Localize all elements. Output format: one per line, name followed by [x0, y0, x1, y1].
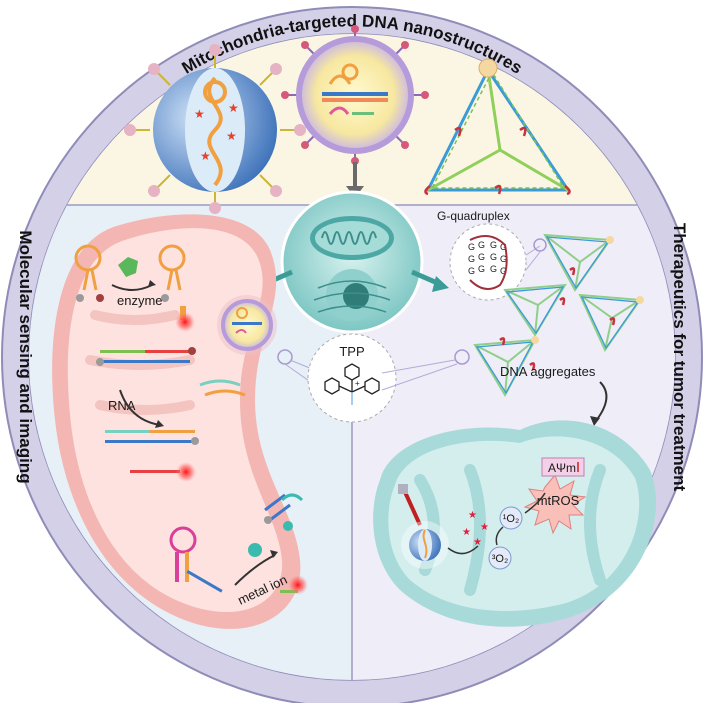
- mtros-burst-icon: [523, 474, 587, 535]
- svg-text:G: G: [468, 254, 475, 264]
- label-dna-aggregates: DNA aggregates: [500, 364, 596, 379]
- label-enzyme: enzyme: [117, 293, 163, 308]
- svg-text:+: +: [355, 379, 360, 388]
- nanoparticle-left-icon: ★ ★ ★ ★: [124, 44, 306, 214]
- dna-aggregates-icon: [473, 233, 644, 398]
- tpp-molecule-icon: +: [324, 363, 380, 405]
- svg-text:G: G: [490, 264, 497, 274]
- svg-text:G: G: [478, 264, 485, 274]
- tetrahedron-icon: [424, 58, 571, 196]
- svg-text:G: G: [500, 242, 507, 252]
- arrow-rna: [119, 389, 161, 426]
- nanoparticle-small-icon: [217, 295, 277, 355]
- svg-text:G: G: [490, 252, 497, 262]
- delta-psi-badge: [541, 457, 585, 477]
- ring-title-right: Therapeutics for tumor treatment: [670, 223, 689, 492]
- arrow-right-head: [432, 276, 449, 292]
- label-oxygen: ³O₂: [492, 553, 509, 565]
- singlet-oxygen-bubble: [499, 506, 523, 530]
- ring-title-left: Molecular sensing and imaging: [16, 230, 35, 483]
- label-g-quadruplex: G-quadruplex: [437, 209, 510, 223]
- svg-text:G: G: [478, 240, 485, 250]
- svg-text:★: ★: [226, 129, 237, 143]
- arrow-metal-head: [270, 550, 278, 558]
- hairpin-probe-icon: [74, 244, 104, 302]
- svg-text:G: G: [490, 240, 497, 250]
- arrow-oxygen: [495, 526, 504, 546]
- label-rna: RNA: [108, 398, 136, 413]
- g-quadruplex-icon: GGG GGG GGG GGG: [449, 223, 527, 301]
- svg-text:★: ★: [194, 107, 205, 121]
- zoom-circle-gq: [533, 238, 547, 252]
- ros-stars: ★★★★: [462, 510, 489, 548]
- svg-text:★: ★: [200, 149, 211, 163]
- svg-text:G: G: [500, 266, 507, 276]
- arrow-aggregates-head: [590, 416, 600, 426]
- arrow-metal: [234, 554, 276, 586]
- arrow-ros: [524, 492, 546, 514]
- metal-ion-icon: [248, 543, 262, 557]
- zoom-lines-gq: [525, 245, 541, 271]
- svg-text:★: ★: [228, 101, 239, 115]
- svg-text:G: G: [468, 266, 475, 276]
- hybrid-duplex-icon: [105, 430, 199, 445]
- duplex-probe-icon: [96, 347, 196, 366]
- mitochondrion-center-icon: [280, 190, 424, 334]
- laser-icon: [398, 484, 422, 526]
- enzyme-icon: [118, 257, 138, 277]
- arrow-enzyme-head: [148, 280, 156, 287]
- red-signal-icon: [175, 312, 195, 332]
- svg-text:★: ★: [468, 510, 477, 521]
- rna-target-icon: [199, 379, 246, 397]
- arrow-np: [447, 545, 479, 555]
- svg-text:G: G: [468, 242, 475, 252]
- label-delta-psi: AΨm: [548, 461, 576, 475]
- nanoparticle-tumor-icon: [401, 521, 449, 569]
- hairpin-metal-icon: [169, 526, 223, 593]
- svg-text:★: ★: [480, 522, 489, 533]
- oxygen-bubble: [488, 546, 512, 570]
- zoom-circle-right: [454, 349, 470, 365]
- svg-text:★: ★: [462, 527, 471, 538]
- label-mtros: mtROS: [537, 493, 580, 508]
- zoom-lines-right: [381, 359, 458, 391]
- svg-text:G: G: [478, 252, 485, 262]
- nanoparticle-center-icon: [281, 25, 429, 165]
- label-tpp: TPP: [339, 344, 364, 359]
- svg-text:G: G: [500, 254, 507, 264]
- hairpin-cleaved-icon: [158, 244, 186, 302]
- released-strand-icon: [130, 462, 196, 482]
- svg-text:★: ★: [473, 537, 482, 548]
- label-singlet-oxygen: ¹O₂: [503, 513, 520, 525]
- tpp-circle: [307, 333, 397, 423]
- cleaved-metal-probe-icon: [264, 493, 308, 595]
- arrow-rna-head: [155, 420, 164, 428]
